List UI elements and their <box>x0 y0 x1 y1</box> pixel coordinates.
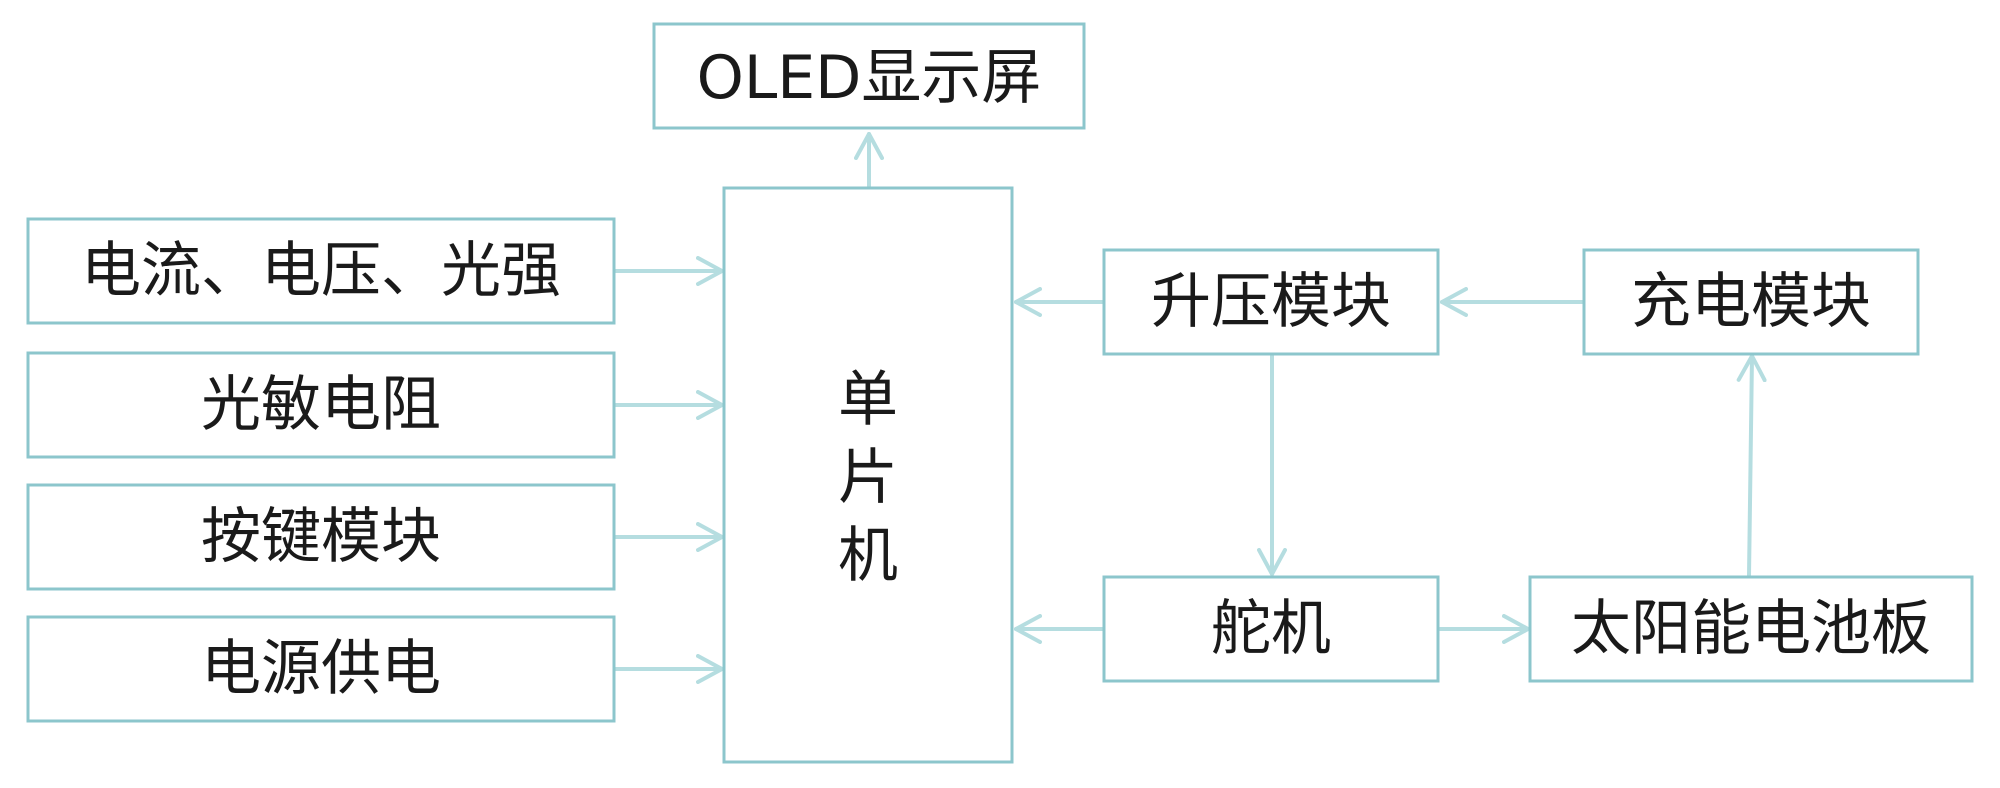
node-oled-display: OLED显示屏 <box>652 22 1086 130</box>
node-key-module-label: 按键模块 <box>201 502 441 572</box>
node-servo-label: 舵机 <box>1211 594 1331 664</box>
node-power-supply-label: 电源供电 <box>201 634 441 704</box>
node-servo: 舵机 <box>1102 575 1440 683</box>
node-power-supply: 电源供电 <box>26 615 616 723</box>
node-sensors: 电流、电压、光强 <box>26 217 616 325</box>
node-boost-module: 升压模块 <box>1102 248 1440 356</box>
node-solar-panel-label: 太阳能电池板 <box>1571 594 1931 664</box>
arrows <box>612 132 1767 684</box>
node-mcu-label-char-2: 片 <box>838 443 898 513</box>
node-photoresistor: 光敏电阻 <box>26 351 616 459</box>
node-sensors-label: 电流、电压、光强 <box>81 236 561 306</box>
node-key-module: 按键模块 <box>26 483 616 591</box>
node-mcu: 单 片 机 <box>722 186 1014 764</box>
node-charge-module: 充电模块 <box>1582 248 1920 356</box>
arrow-solar-to-charge <box>1736 354 1767 578</box>
node-mcu-label-char-1: 单 <box>838 365 898 435</box>
node-solar-panel: 太阳能电池板 <box>1528 575 1974 683</box>
node-boost-module-label: 升压模块 <box>1151 267 1391 337</box>
node-photoresistor-label: 光敏电阻 <box>201 370 441 440</box>
node-mcu-label-char-3: 机 <box>838 521 898 591</box>
node-charge-module-label: 充电模块 <box>1631 267 1871 337</box>
node-oled-display-label: OLED显示屏 <box>697 43 1042 113</box>
